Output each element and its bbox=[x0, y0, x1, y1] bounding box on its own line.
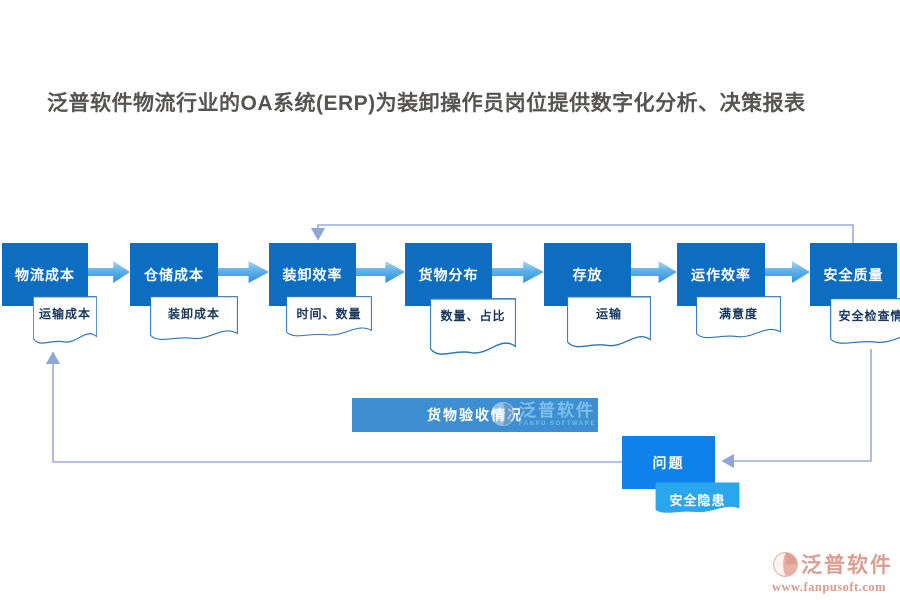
doc-label: 运输 bbox=[595, 307, 622, 321]
step-box-safety-quality: 安全质量 bbox=[810, 243, 897, 306]
doc-time-quantity: 时间、数量 bbox=[286, 296, 372, 340]
step-label: 仓储成本 bbox=[144, 266, 204, 283]
doc-transport: 运输 bbox=[567, 296, 651, 352]
doc-label: 安全检查情况 bbox=[838, 309, 900, 323]
step-label: 存放 bbox=[572, 266, 603, 283]
hazard-label: 安全隐患 bbox=[669, 493, 726, 508]
step-box-warehouse-cost: 仓储成本 bbox=[130, 243, 218, 306]
doc-quantity-ratio: 数量、占比 bbox=[430, 298, 516, 360]
footer-logo-url: www.fanpusoft.com bbox=[772, 580, 887, 594]
doc-label: 运输成本 bbox=[38, 307, 91, 321]
issue-box: 问题 bbox=[622, 436, 715, 489]
doc-label: 数量、占比 bbox=[440, 309, 506, 323]
doc-label: 装卸成本 bbox=[167, 307, 220, 321]
watermark-subtitle: FANPU SOFTWARE bbox=[518, 420, 596, 427]
step-label: 安全质量 bbox=[823, 266, 884, 283]
step-box-cargo-distribution: 货物分布 bbox=[405, 243, 492, 306]
cargo-acceptance-banner: 货物验收情况 泛普软件 FANPU SOFTWARE bbox=[352, 398, 598, 432]
step-box-storage: 存放 bbox=[544, 243, 631, 306]
step-box-loading-efficiency: 装卸效率 bbox=[269, 243, 356, 306]
step-label: 装卸效率 bbox=[282, 266, 343, 283]
footer-logo: 泛普软件 www.fanpusoft.com bbox=[772, 549, 898, 595]
page-title: 泛普软件物流行业的OA系统(ERP)为装卸操作员岗位提供数字化分析、决策报表 bbox=[47, 92, 806, 115]
doc-transport-cost: 运输成本 bbox=[33, 296, 97, 348]
footer-logo-name: 泛普软件 bbox=[801, 553, 893, 577]
step-box-logistics-cost: 物流成本 bbox=[2, 243, 88, 306]
fanpu-logo-icon bbox=[490, 402, 515, 426]
doc-label: 时间、数量 bbox=[296, 307, 362, 321]
doc-loading-cost: 装卸成本 bbox=[150, 296, 238, 344]
hazard-tag: 安全隐患 bbox=[655, 482, 740, 516]
step-label: 运作效率 bbox=[691, 266, 751, 283]
fanpu-logo-icon bbox=[773, 551, 798, 577]
doc-satisfaction: 满意度 bbox=[696, 296, 781, 342]
step-label: 货物分布 bbox=[418, 266, 479, 283]
doc-safety-inspection: 安全检查情况 bbox=[830, 298, 900, 348]
step-label: 物流成本 bbox=[15, 266, 75, 283]
doc-label: 满意度 bbox=[718, 307, 758, 321]
banner-label: 货物验收情况 bbox=[427, 407, 523, 423]
issue-label: 问题 bbox=[652, 454, 685, 471]
watermark-name: 泛普软件 bbox=[518, 400, 595, 420]
fanpu-watermark: 泛普软件 FANPU SOFTWARE bbox=[490, 401, 596, 427]
step-box-operation-efficiency: 运作效率 bbox=[677, 243, 765, 306]
